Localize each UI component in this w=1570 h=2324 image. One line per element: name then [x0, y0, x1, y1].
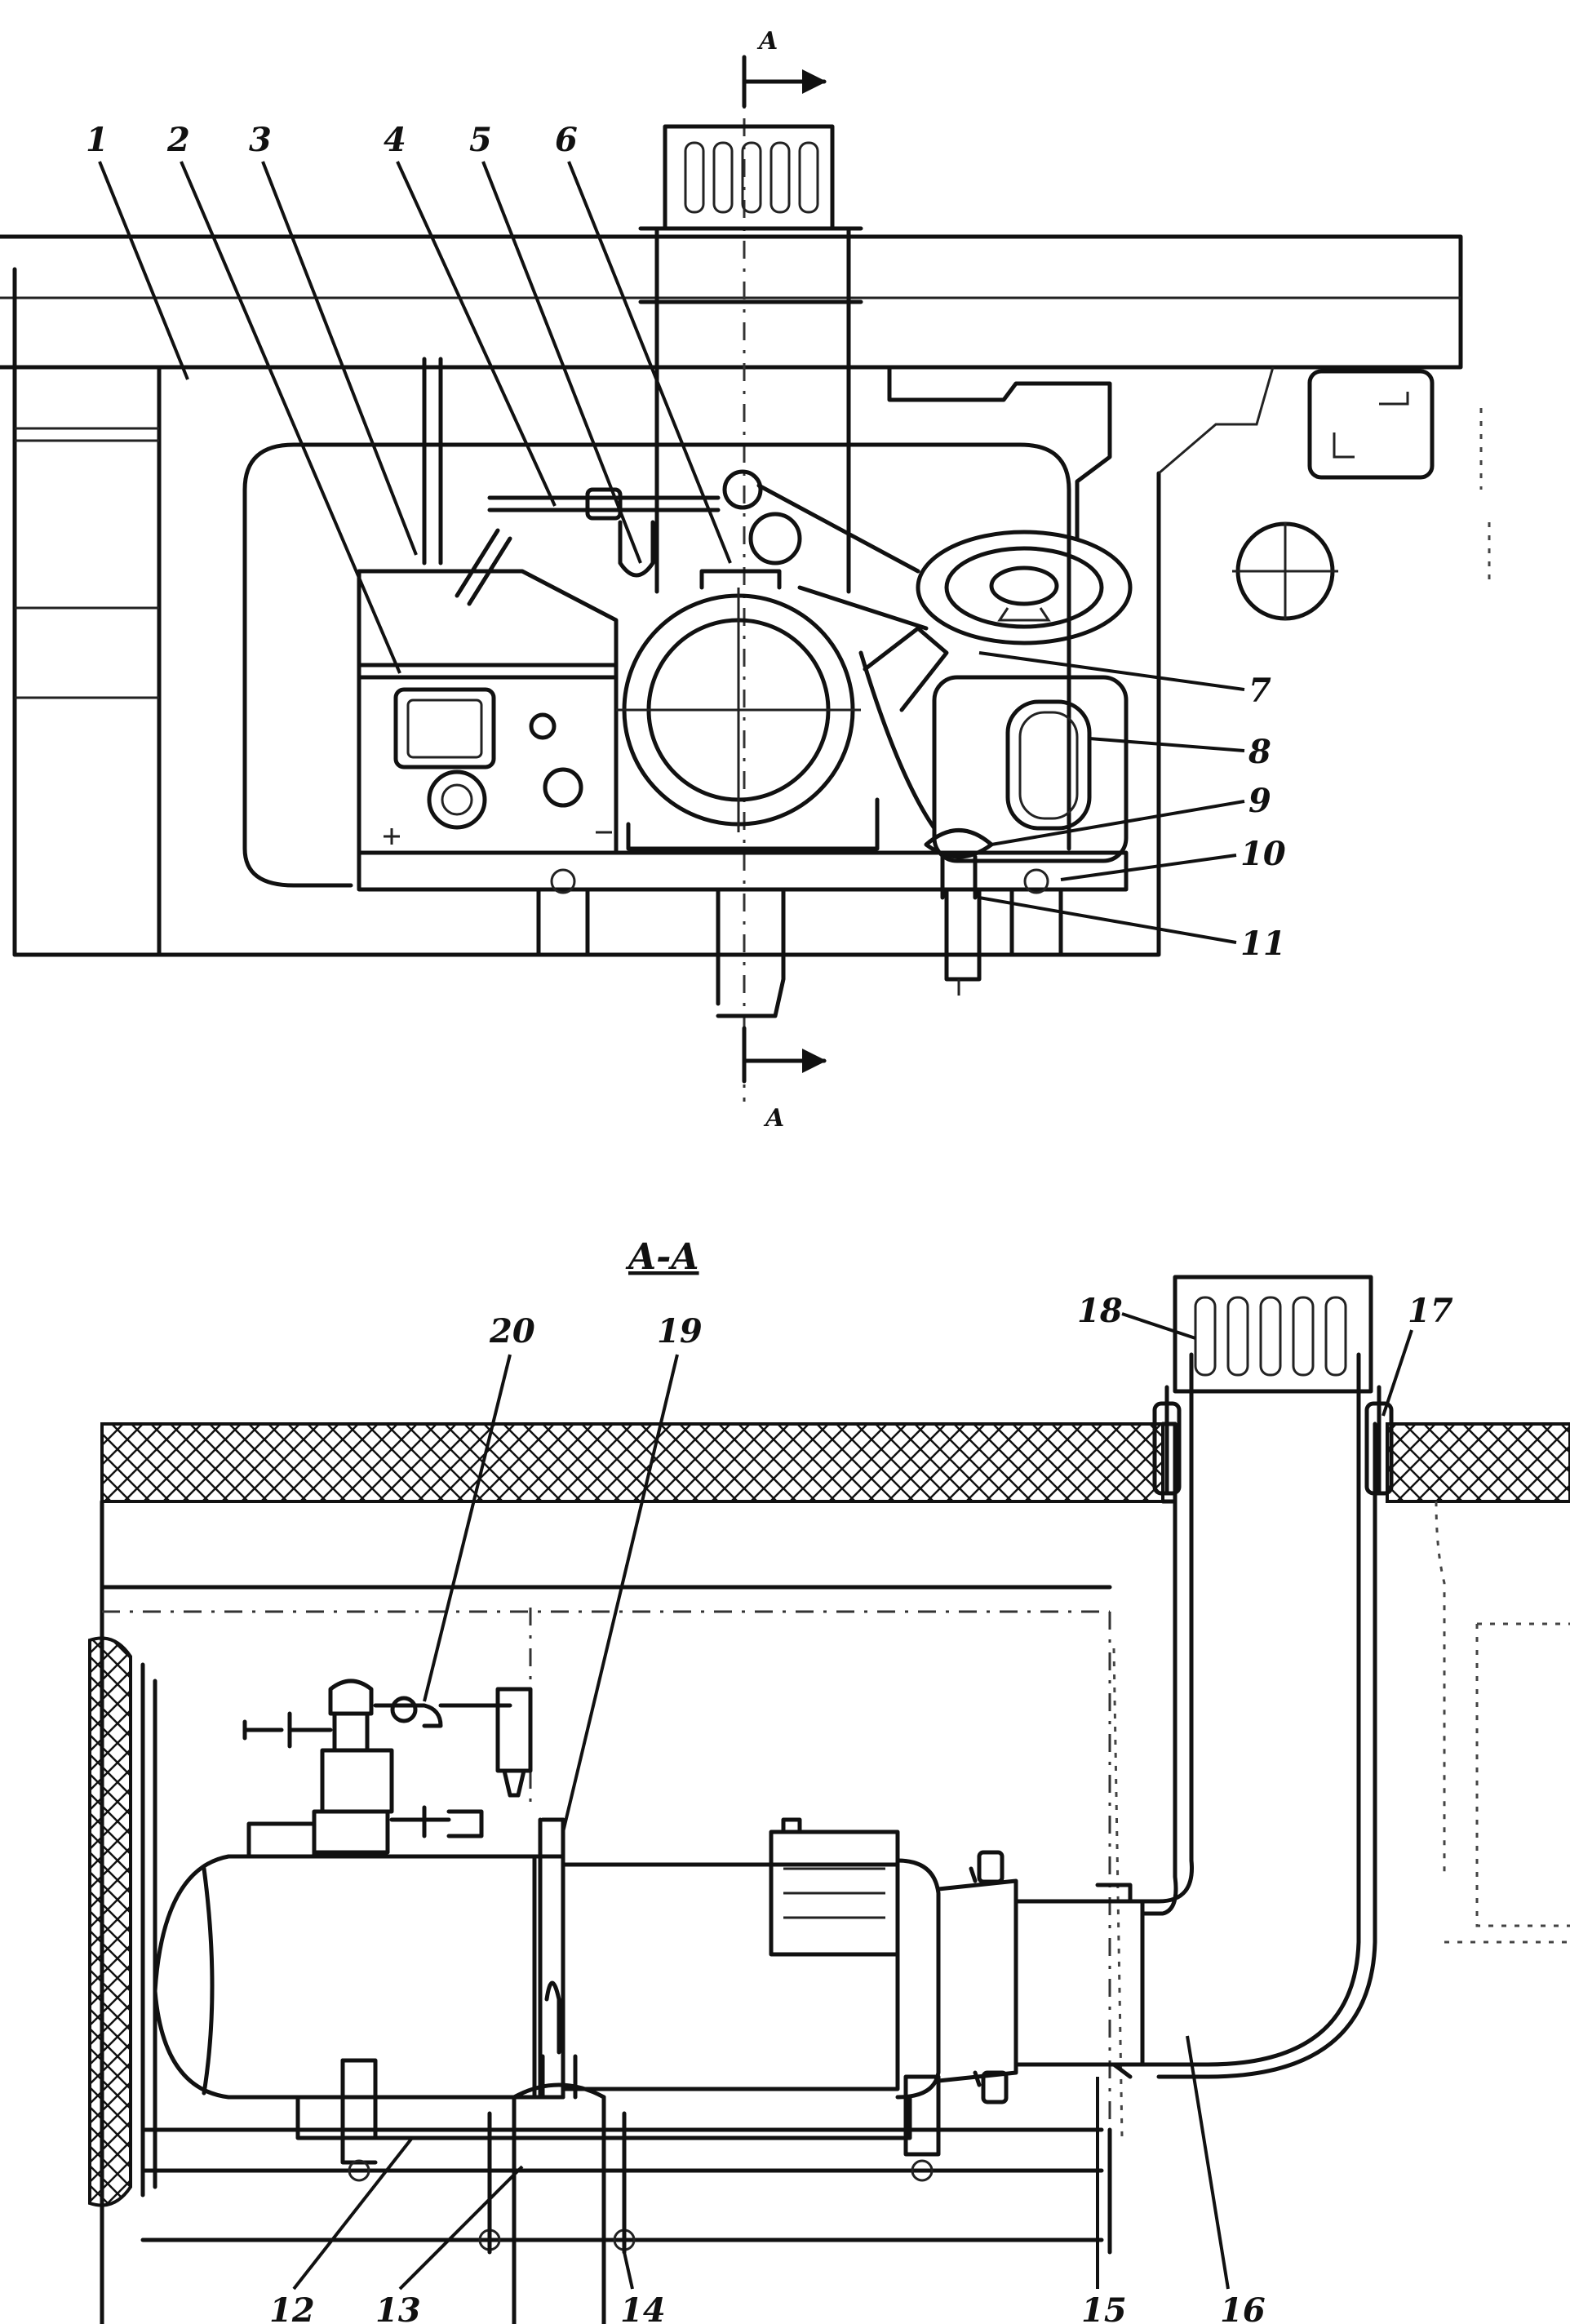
callout-9: 9	[1248, 782, 1271, 820]
inspection-box	[1307, 369, 1435, 480]
callout-11: 11	[1240, 925, 1286, 963]
callout-2: 2	[166, 121, 190, 159]
callout-12: 12	[269, 2291, 315, 2324]
callout-13: 13	[375, 2291, 421, 2324]
callout-4: 4	[384, 121, 406, 159]
callout-16: 16	[1220, 2291, 1266, 2324]
callout-8: 8	[1248, 733, 1271, 771]
insulated-floor	[100, 1422, 1164, 1503]
callout-5: 5	[469, 121, 492, 159]
callout-17: 17	[1408, 1292, 1453, 1330]
top-view-labels: 1 2 3 4 5 6 7 8 9 10 11	[86, 121, 1286, 963]
gauge-dial	[748, 512, 802, 565]
exhaust-pipe	[716, 887, 786, 1018]
callout-7: 7	[1248, 672, 1271, 710]
fan-pulley	[916, 530, 1133, 645]
control-panel	[357, 569, 619, 855]
electric-motor	[769, 1829, 900, 1957]
exhaust-pipe-section	[512, 2095, 606, 2324]
callout-10: 10	[1240, 835, 1286, 873]
heater-casing	[242, 442, 1071, 888]
callout-6: 6	[555, 121, 578, 159]
section-marker-top: A	[756, 27, 778, 55]
frame-beam	[0, 234, 1463, 370]
callout-3: 3	[249, 121, 272, 159]
callout-19: 19	[657, 1312, 703, 1350]
mount-stud	[944, 887, 982, 982]
callout-18: 18	[1077, 1292, 1123, 1330]
end-cap	[88, 1636, 132, 2207]
section-marker-bottom: A	[763, 1104, 784, 1133]
elbow-duct	[1140, 1352, 1361, 2067]
section-view: A-A	[88, 1236, 1570, 2324]
fuel-pump-assembly	[312, 1809, 390, 1855]
section-view-labels: 20 19 18 17 12 13 14 15 16	[269, 1292, 1453, 2324]
motor-box	[932, 675, 1129, 863]
callout-1: 1	[86, 121, 109, 159]
outlet-duct	[1013, 1899, 1145, 2067]
top-view: A A	[0, 27, 1491, 1133]
callout-20: 20	[489, 1312, 535, 1350]
outlet-grille	[1173, 1275, 1373, 1394]
section-title: A-A	[625, 1236, 699, 1278]
callout-15: 15	[1081, 2291, 1127, 2324]
callout-14: 14	[620, 2291, 666, 2324]
